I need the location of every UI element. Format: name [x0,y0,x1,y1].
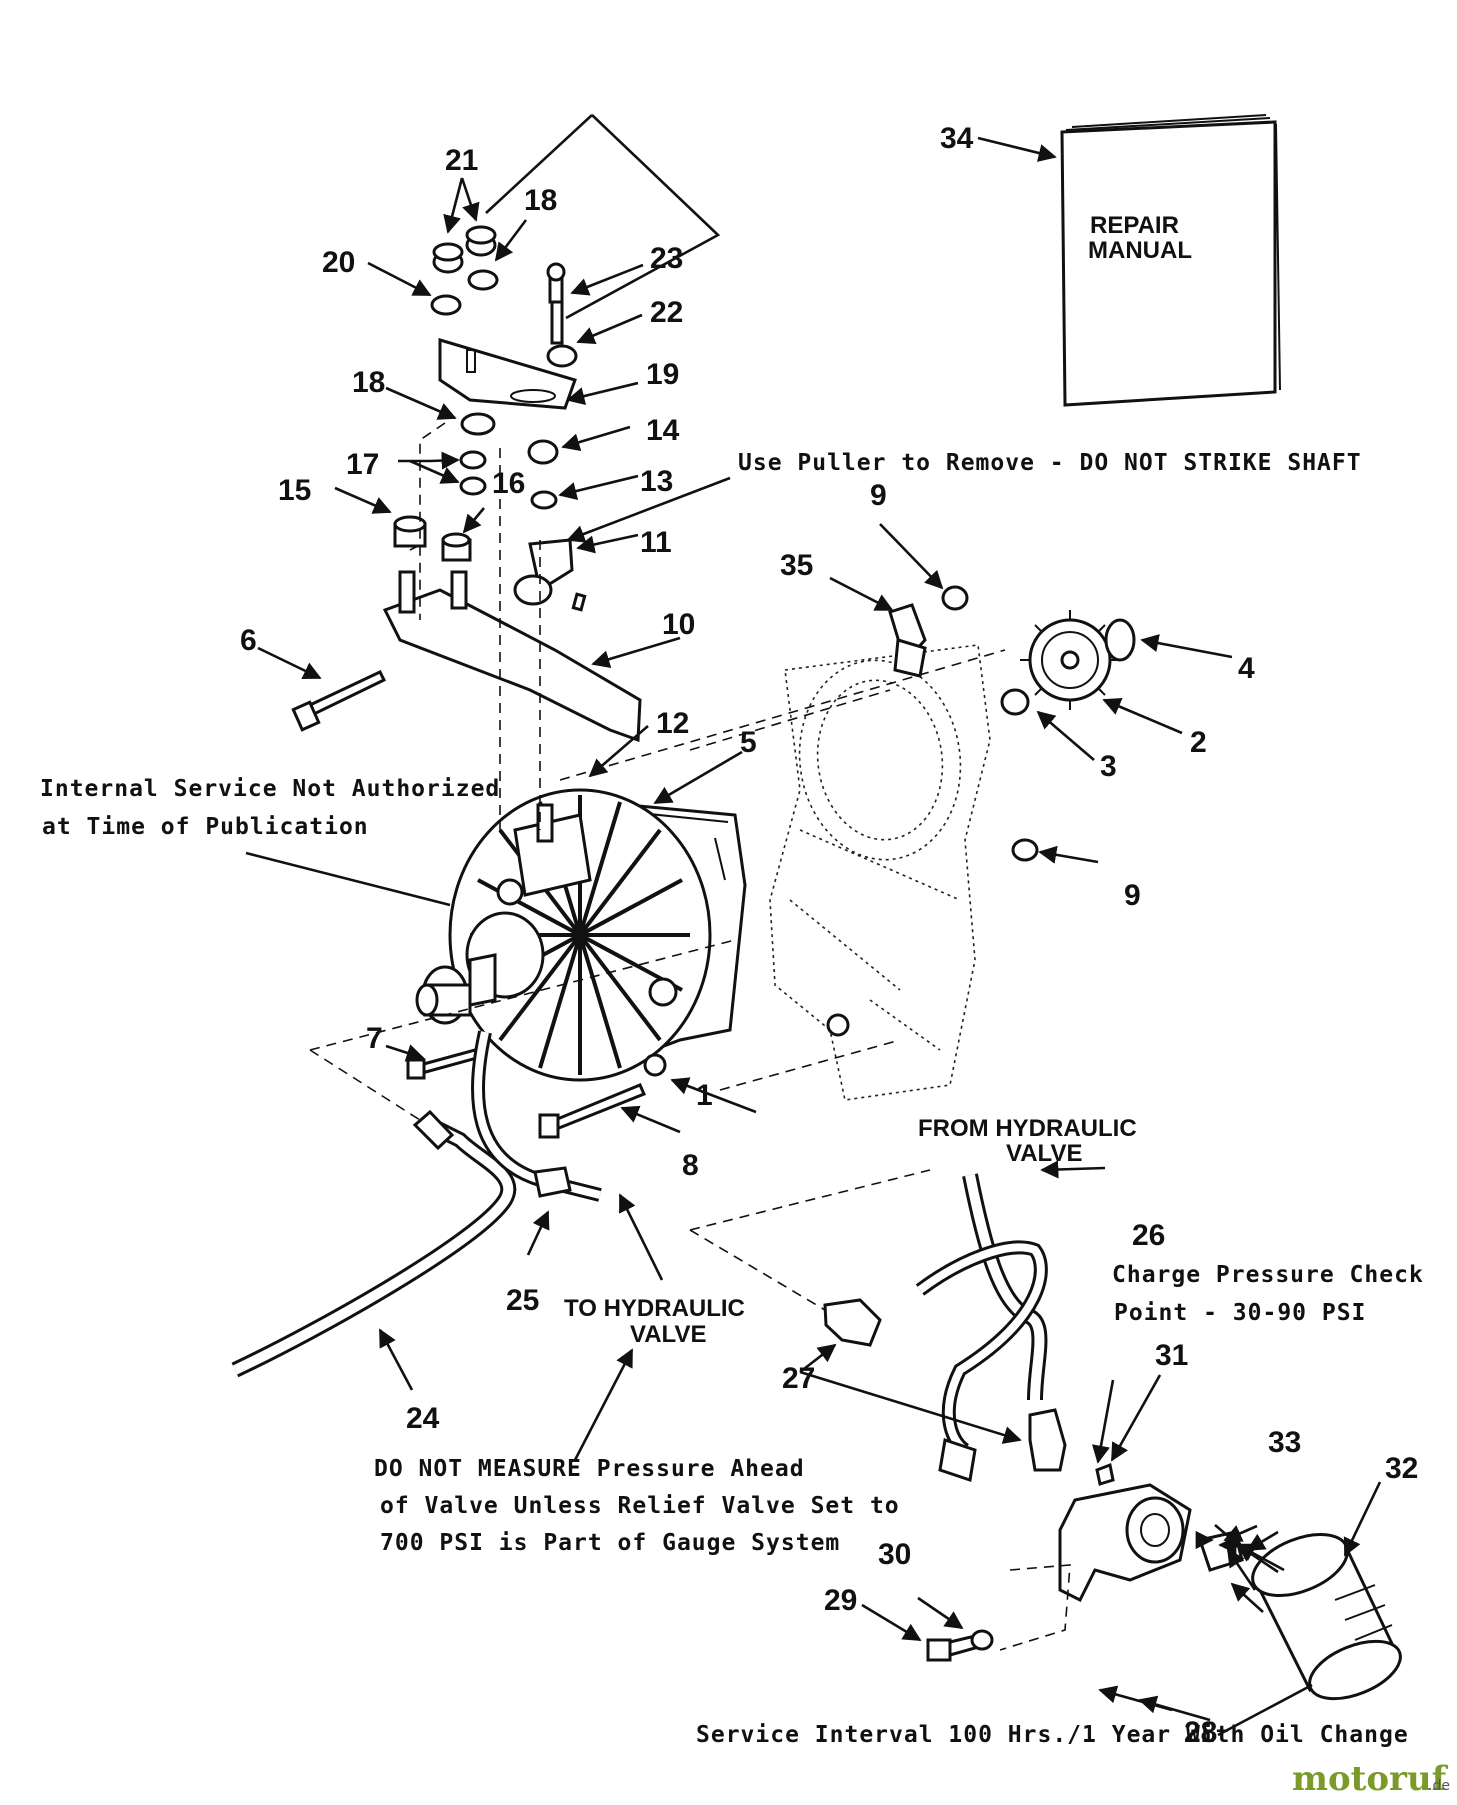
note-from-valve-2: VALVE [1006,1140,1082,1167]
note-measure-3: 700 PSI is Part of Gauge System [380,1530,840,1556]
transmission-housing [415,644,991,1101]
control-bracket-assembly [382,225,642,835]
callout-35: 35 [780,549,813,582]
callout-12: 12 [656,707,689,740]
note-measure-1: DO NOT MEASURE Pressure Ahead [374,1456,805,1482]
callout-14: 14 [646,414,680,447]
callout-8: 8 [682,1149,699,1182]
callout-24: 24 [406,1402,440,1435]
callout-29: 29 [824,1584,857,1617]
manual-cover-line2: MANUAL [1088,237,1192,264]
bolts [291,262,994,1662]
note-service-interval: Service Interval 100 Hrs./1 Year With Oi… [696,1722,1409,1748]
callout-28: 28 [1184,1716,1217,1749]
callout-19: 19 [646,358,679,391]
callout-20: 20 [322,246,355,279]
callout-26: 26 [1132,1219,1165,1252]
callout-30: 30 [878,1538,911,1571]
callout-10: 10 [662,608,695,641]
callout-17: 17 [346,448,379,481]
annotation-notes: Use Puller to Remove - DO NOT STRIKE SHA… [40,450,1424,1748]
callout-2: 2 [1190,726,1207,759]
callout-21: 21 [445,144,478,177]
note-internal-service-1: Internal Service Not Authorized [40,776,500,802]
manual-cover-line1: REPAIR [1090,212,1179,239]
leader-arrows [245,114,1382,1737]
note-from-valve-1: FROM HYDRAULIC [918,1115,1137,1142]
watermark-logo: motoruf .de [1292,1759,1450,1799]
repair-manual-book: REPAIR MANUAL [1060,114,1281,407]
callout-25: 25 [506,1284,539,1317]
note-internal-service-2: at Time of Publication [42,814,369,840]
callout-27: 27 [782,1362,815,1395]
note-puller: Use Puller to Remove - DO NOT STRIKE SHA… [738,450,1362,476]
callout-18-mid: 18 [352,366,385,399]
note-charge-2: Point - 30-90 PSI [1114,1300,1366,1326]
callout-numbers: 1 2 3 4 5 6 7 8 9 9 10 11 12 13 14 15 16… [240,122,1418,1749]
callout-3: 3 [1100,750,1117,783]
note-measure-2: of Valve Unless Relief Valve Set to [380,1493,900,1519]
callout-31: 31 [1155,1339,1188,1372]
callout-4: 4 [1238,652,1255,685]
hoses-and-filter [231,939,1402,1701]
callout-32: 32 [1385,1452,1418,1485]
watermark-tld: .de [1428,1778,1450,1794]
callout-22: 22 [650,296,683,329]
note-to-valve-1: TO HYDRAULIC [564,1295,745,1322]
callout-13: 13 [640,465,673,498]
callout-33: 33 [1268,1426,1301,1459]
gear-and-spacers [559,585,1136,862]
callout-18-top: 18 [524,184,557,217]
callout-11: 11 [640,526,672,559]
note-to-valve-2: VALVE [630,1321,706,1348]
callout-5: 5 [740,726,757,759]
callout-34: 34 [940,122,974,155]
callout-15: 15 [278,474,311,507]
callout-6: 6 [240,624,257,657]
note-charge-1: Charge Pressure Check [1112,1262,1424,1288]
callout-7: 7 [366,1022,383,1055]
callout-16: 16 [492,467,525,500]
callout-23: 23 [650,242,683,275]
callout-1: 1 [696,1079,713,1112]
callout-9-top: 9 [870,479,887,512]
watermark-brand: motoruf [1292,1759,1449,1799]
callout-9-right: 9 [1124,879,1141,912]
